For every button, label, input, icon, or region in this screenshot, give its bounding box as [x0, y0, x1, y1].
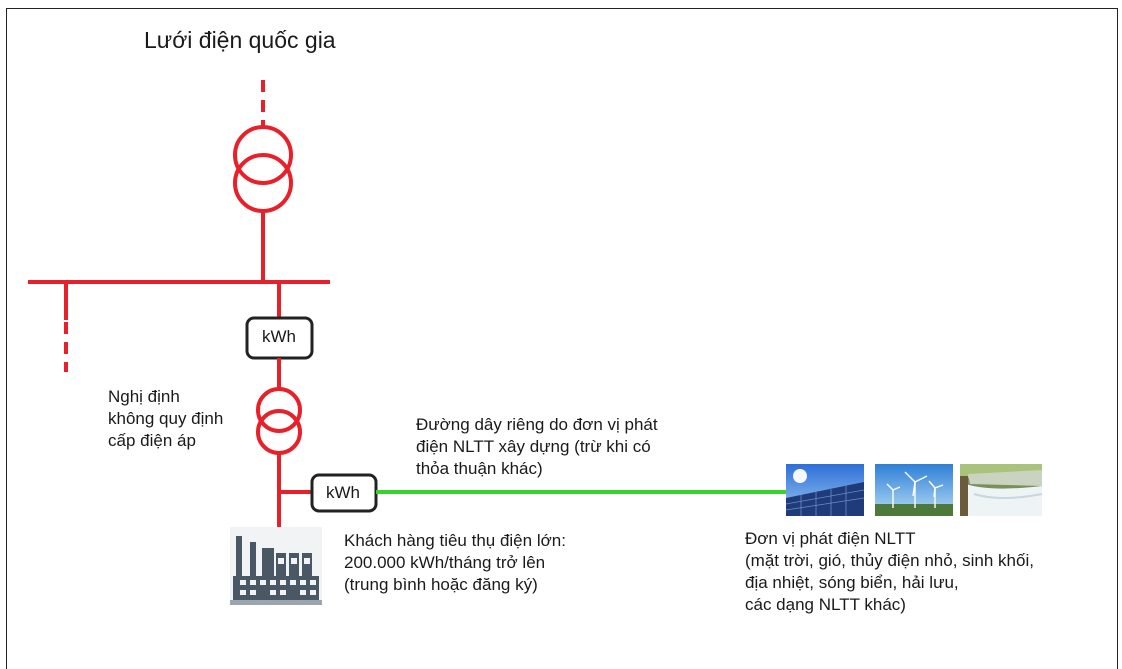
customer-note-line: 200.000 kWh/tháng trở lên: [344, 553, 546, 572]
decree-note-line: Nghị định: [108, 387, 180, 406]
private-line-note-line: thỏa thuận khác): [416, 459, 543, 478]
generator-note-line: địa nhiệt, sóng biển, hải lưu,: [745, 573, 959, 592]
diagram-title: Lưới điện quốc gia: [144, 27, 336, 53]
diagram-frame: [6, 8, 1118, 669]
customer-note-line: Khách hàng tiêu thụ điện lớn:: [344, 531, 566, 550]
hydro-dam-icon: [960, 464, 1042, 516]
single-line-diagram: [28, 80, 790, 605]
generator-note-line: các dạng NLTT khác): [745, 595, 906, 614]
private-line-note-line: Đường dây riêng do đơn vị phát: [416, 415, 658, 434]
generator-kwh-meter-label: kWh: [326, 483, 360, 502]
grid-kwh-meter-label: kWh: [262, 327, 296, 346]
main-transformer-upper-winding: [233, 125, 293, 185]
decree-note: Nghị định không quy định cấp điện áp: [108, 386, 223, 452]
wind-turbine-icon: [875, 464, 953, 516]
factory-icon: [230, 527, 322, 605]
private-line-note: Đường dây riêng do đơn vị phát điện NLTT…: [416, 414, 658, 480]
customer-transformer-upper-winding: [256, 387, 302, 433]
generator-note-line: (mặt trời, gió, thủy điện nhỏ, sinh khối…: [745, 551, 1034, 570]
private-line-note-line: điện NLTT xây dựng (trừ khi có: [416, 437, 651, 456]
customer-note: Khách hàng tiêu thụ điện lớn: 200.000 kW…: [344, 530, 566, 596]
generator-note-line: Đơn vị phát điện NLTT: [745, 529, 916, 548]
customer-note-line: (trung bình hoặc đăng ký): [344, 575, 538, 594]
decree-note-line: cấp điện áp: [108, 431, 196, 450]
generator-note: Đơn vị phát điện NLTT (mặt trời, gió, th…: [745, 528, 1034, 616]
solar-panel-icon: [786, 464, 864, 516]
decree-note-line: không quy định: [108, 409, 224, 428]
